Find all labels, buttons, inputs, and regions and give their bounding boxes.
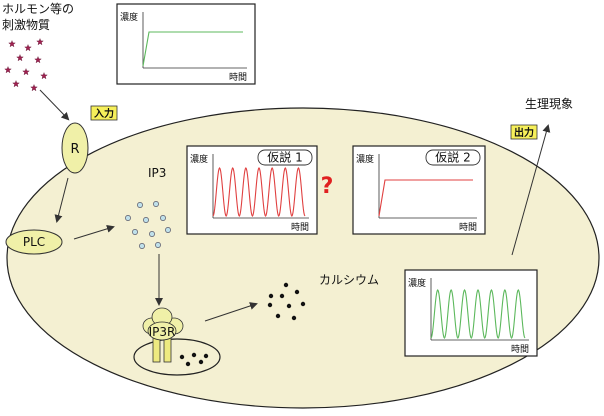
- stimulus-star: [8, 40, 16, 48]
- calcium-label: カルシウム: [319, 273, 379, 287]
- graph-ylabel: 濃度: [408, 277, 426, 289]
- er-calcium-ion: [191, 352, 197, 358]
- plc: PLC: [5, 229, 63, 255]
- arrow-ip3r-to-calcium: [204, 302, 258, 322]
- ip3-molecule: [137, 202, 143, 208]
- stimulus-star: [16, 54, 24, 62]
- calcium-ion: [294, 289, 300, 295]
- ip3-molecule: [132, 229, 138, 235]
- plc-label: PLC: [23, 235, 45, 249]
- input-tag-label: 入力: [94, 107, 114, 120]
- calcium-ion: [275, 313, 281, 319]
- calcium-ion: [291, 315, 297, 321]
- calcium-ion: [268, 293, 274, 299]
- ip3-molecule: [149, 231, 155, 237]
- receptor-label: R: [70, 142, 79, 157]
- question-mark: ?: [321, 174, 334, 199]
- stimulus-star: [36, 38, 44, 46]
- graph-curve: [142, 31, 243, 67]
- graph-xlabel: 時間: [291, 222, 309, 233]
- graph-ylabel: 濃度: [356, 153, 374, 165]
- arrow-output: [511, 124, 551, 256]
- stimulus-molecules: [4, 38, 48, 92]
- er-calcium-ion: [185, 361, 191, 367]
- er-calcium: [179, 352, 209, 367]
- ip3r-channel: IP3R: [142, 307, 184, 363]
- input-tag: 入力: [90, 105, 118, 121]
- stimulus-star: [24, 44, 32, 52]
- graph-ylabel: 濃度: [190, 153, 208, 165]
- calcium-ions: [267, 282, 306, 321]
- calcium-ion: [267, 302, 273, 308]
- calcium-ion: [283, 282, 289, 288]
- ip3-molecule: [155, 242, 161, 248]
- stimulus-star: [4, 66, 12, 74]
- stimulus-star: [40, 72, 48, 80]
- ip3r-label: IP3R: [149, 325, 176, 339]
- graph-xlabel: 時間: [459, 222, 477, 233]
- stimulus-label-line2: 刺激物質: [2, 17, 50, 32]
- graph-curve: [378, 179, 473, 217]
- er-calcium-ion: [179, 354, 185, 360]
- stimulus-star: [12, 80, 20, 88]
- ip3-molecule: [153, 201, 159, 207]
- er-calcium-ion: [198, 359, 204, 365]
- ip3-label: IP3: [148, 166, 166, 180]
- phenomenon-label: 生理現象: [525, 97, 573, 111]
- ip3-molecules: [125, 201, 171, 249]
- graph-curve: [212, 167, 306, 217]
- graph-xlabel: 時間: [229, 72, 247, 83]
- arrow-stimulus-to-receptor: [39, 89, 70, 121]
- stimulus-star: [34, 56, 42, 64]
- calcium-ion: [279, 293, 285, 299]
- ip3-molecule: [125, 215, 131, 221]
- graph-curve: [430, 289, 526, 339]
- graph-title: 仮説 1: [267, 150, 302, 165]
- ip3-molecule: [165, 227, 171, 233]
- ip3-molecule: [143, 217, 149, 223]
- graph-frame: [116, 3, 256, 85]
- receptor: R: [61, 122, 89, 174]
- output-tag: 出力: [510, 124, 538, 140]
- stimulus-label-line1: ホルモン等の: [2, 2, 74, 16]
- graph-title: 仮説 2: [435, 150, 470, 165]
- ip3-molecule: [139, 243, 145, 249]
- graph-ylabel: 濃度: [120, 11, 138, 23]
- graph-title-badge: [257, 149, 313, 166]
- arrow-plc-to-ip3: [73, 224, 115, 240]
- output-tag-label: 出力: [514, 126, 534, 139]
- stimulus-star: [22, 68, 30, 76]
- calcium-ion: [286, 303, 292, 309]
- er-calcium-ion: [203, 353, 209, 359]
- graph-xlabel: 時間: [511, 344, 529, 355]
- arrow-receptor-to-plc: [54, 177, 69, 223]
- ip3-molecule: [160, 215, 166, 221]
- stimulus-star: [30, 84, 38, 92]
- graph-title-badge: [425, 149, 481, 166]
- calcium-ion: [300, 301, 306, 307]
